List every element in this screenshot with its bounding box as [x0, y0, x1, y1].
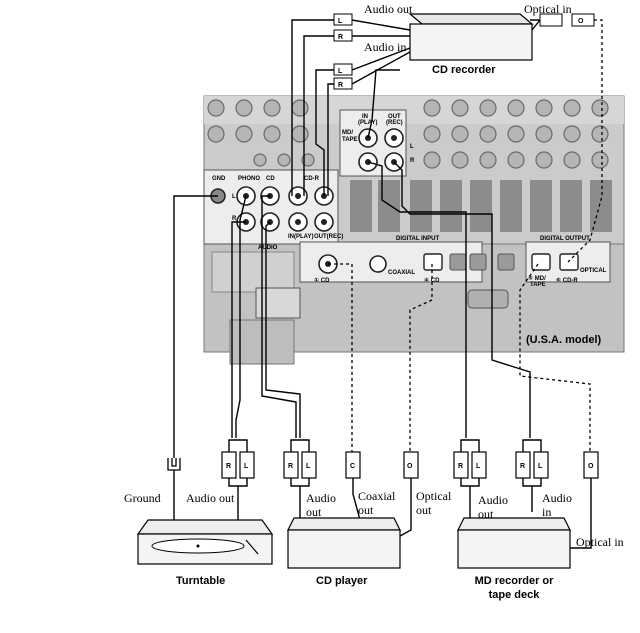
cdr-audio-out-label: Audio out: [364, 2, 413, 16]
ground-label: Ground: [124, 491, 161, 505]
md-plug-r2: R: [520, 463, 525, 470]
label-audio: AUDIO: [258, 245, 278, 251]
cd-player-label: CD player: [316, 575, 368, 587]
md-plug-l1: L: [476, 463, 481, 470]
background-jacks: [207, 99, 609, 169]
plug-necks: [173, 439, 592, 549]
ground-fork: [167, 458, 181, 471]
label-r-md: R: [410, 158, 415, 164]
md-optical-in-label: Optical in: [576, 535, 624, 549]
cables: [173, 19, 552, 458]
tt-plug-l: L: [244, 463, 249, 470]
cdr-plug-r2: R: [338, 82, 343, 89]
label-phono: PHONO: [238, 176, 260, 182]
cdr-plug-l2: L: [338, 68, 343, 75]
label-out-rec-top: OUT(REC): [386, 114, 403, 126]
label-md-tape: MD/TAPE: [342, 130, 358, 143]
usa-model-note: (U.S.A. model): [526, 334, 602, 346]
label-l-md: L: [410, 144, 414, 150]
cd-recorder-plugs: [333, 13, 595, 90]
label-in-play: IN(PLAY): [288, 234, 313, 240]
label-cdr: CD-R: [304, 176, 320, 182]
cd-recorder-device: [408, 13, 534, 61]
tt-plug-r: R: [226, 463, 231, 470]
md-plug-r1: R: [458, 463, 463, 470]
label-digital-output: DIGITAL OUTPUT: [540, 236, 590, 242]
dashed-cables: [328, 19, 603, 460]
cdr-audio-in-label: Audio in: [364, 40, 406, 54]
label-optical: OPTICAL: [580, 268, 607, 274]
label-cd: CD: [266, 176, 275, 182]
label-coaxial: COAXIAL: [388, 270, 415, 276]
md-plug-l2: L: [538, 463, 543, 470]
cdr-plug-r1: R: [338, 34, 343, 41]
label-gnd: GND: [212, 176, 226, 182]
cd-recorder-label: CD recorder: [432, 64, 496, 76]
label-digital-input: DIGITAL INPUT: [396, 236, 439, 242]
cdr-optical-in-label: Optical in: [524, 2, 572, 16]
label-out-rec: OUT(REC): [314, 234, 343, 240]
tt-audio-out-label: Audio out: [186, 491, 235, 505]
label-opt-cd: ④ CD: [424, 277, 440, 284]
cdp-plug-r: R: [288, 463, 293, 470]
cdr-plug-l1: L: [338, 18, 343, 25]
receiver-rear-panel: GND PHONO CD CD-R IN(PLAY) OUT(REC) AUDI…: [203, 95, 625, 365]
cdp-plug-l: L: [306, 463, 311, 470]
cdp-plug-c: C: [350, 463, 355, 470]
md-plug-o: O: [588, 463, 594, 470]
md-recorder-device: [457, 517, 571, 569]
cdr-plug-o: O: [578, 18, 584, 25]
label-opt-md: ⑤ MD/TAPE: [528, 275, 546, 288]
label-l-jack: L: [232, 194, 236, 200]
bottom-plugs: [221, 451, 599, 479]
label-r-jack: R: [232, 216, 237, 222]
label-opt-cdr: ⑥ CD-R: [556, 277, 578, 284]
cd-player-device: [287, 517, 401, 569]
label-in-play-top: IN(PLAY): [358, 114, 377, 126]
turntable-label: Turntable: [176, 575, 225, 587]
turntable-device: [136, 519, 274, 565]
label-coax-cd: ① CD: [314, 277, 330, 284]
cdp-plug-o: O: [407, 463, 413, 470]
